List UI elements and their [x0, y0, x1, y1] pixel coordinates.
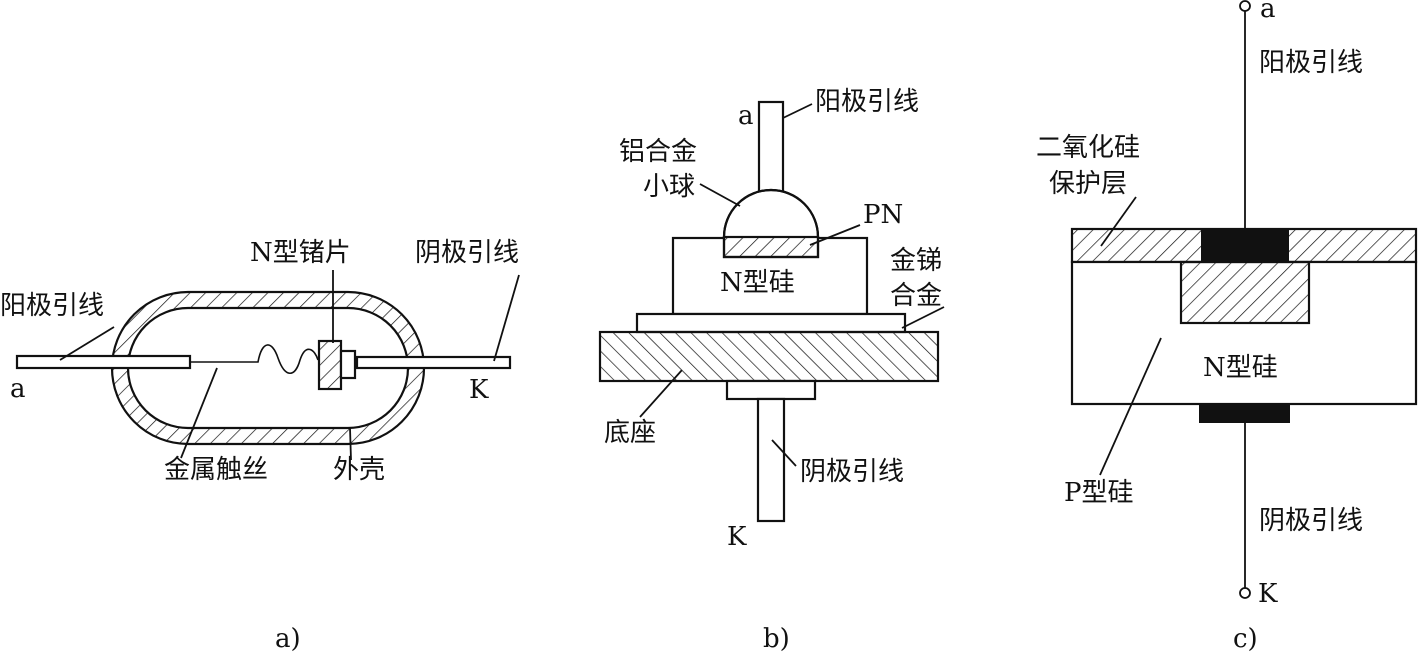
shell-inner: [126, 306, 410, 430]
diagram-a: [15, 270, 520, 461]
label-b-au-sb-1: 金锑: [890, 246, 943, 276]
metal-whisker-wire: [190, 344, 319, 375]
label-b-anode-lead: 阳极引线: [815, 87, 920, 117]
anode-lead-wire: [15, 354, 192, 370]
label-c-sio2-1: 二氧化硅: [1036, 133, 1141, 163]
pn-junction-layer: [722, 235, 820, 259]
label-b-al-ball-2: 小球: [643, 172, 696, 202]
label-c-sio2-2: 保护层: [1049, 169, 1128, 199]
label-c-cathode-terminal: K: [1258, 579, 1278, 609]
n-ge-chip: [317, 339, 343, 391]
label-a-cathode-terminal: K: [469, 375, 489, 405]
cathode-lead-wire: [355, 355, 512, 370]
cathode-terminal-circle: [1239, 587, 1251, 599]
label-b-cathode-lead: 阴极引线: [800, 457, 905, 487]
label-b-anode-terminal: a: [738, 101, 754, 131]
label-c-n-si: N型硅: [1203, 353, 1278, 383]
label-a-metal-wire: 金属触丝: [164, 455, 269, 485]
label-a-anode-lead: 阳极引线: [0, 291, 105, 321]
label-b-n-si: N型硅: [720, 268, 795, 298]
diagram-c: [1070, 0, 1418, 599]
anode-contact: [1201, 229, 1289, 262]
cathode-contact: [1199, 404, 1290, 423]
label-b-cathode-terminal: K: [727, 522, 747, 552]
label-b-au-sb-2: 合金: [890, 281, 943, 311]
label-a-anode-terminal: a: [10, 374, 26, 404]
au-sb-alloy-layer: [635, 312, 907, 334]
base-stub: [725, 379, 817, 401]
cathode-lead-rod: [756, 397, 786, 523]
caption-c: c): [1233, 624, 1258, 654]
label-c-anode-lead: 阳极引线: [1259, 48, 1364, 78]
label-c-cathode-lead: 阴极引线: [1259, 506, 1364, 536]
label-b-pn: PN: [863, 200, 904, 230]
label-c-p-si: P型硅: [1064, 478, 1134, 508]
caption-b: b): [763, 624, 790, 654]
diagram-b: [598, 100, 945, 523]
caption-a: a): [275, 624, 301, 654]
label-b-base: 底座: [604, 418, 657, 448]
label-a-n-ge: N型锗片: [250, 238, 351, 268]
label-c-anode-terminal: a: [1260, 0, 1276, 24]
p-si-region: [1179, 260, 1311, 325]
label-b-al-ball-1: 铝合金: [619, 137, 698, 167]
label-a-cathode-lead: 阴极引线: [415, 238, 520, 268]
anode-terminal-circle: [1239, 0, 1251, 12]
base-plate: [598, 330, 940, 383]
chip-holder: [339, 349, 357, 380]
label-a-shell: 外壳: [333, 455, 386, 485]
anode-lead-rod: [757, 100, 785, 196]
